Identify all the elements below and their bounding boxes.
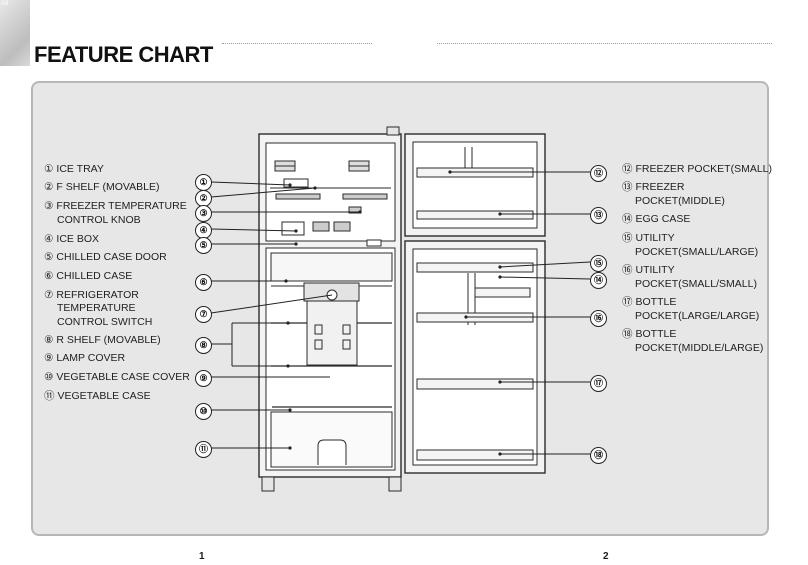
label-refrigerator-temp-switch-line3: CONTROL SWITCH (57, 316, 153, 328)
bottle-pocket-lower (416, 449, 534, 461)
top-hinge (386, 126, 400, 136)
leader-lines-right (450, 171, 591, 455)
callout-18: ⑱ (590, 447, 607, 464)
callout-14: ⑭ (590, 272, 607, 289)
foot-right (388, 476, 402, 492)
corner-page-label: A8 (1, 1, 9, 7)
label-freezer-temp-knob-line2: CONTROL KNOB (57, 214, 141, 226)
callout-9: ⑨ (195, 370, 212, 387)
callout-1: ① (195, 174, 212, 191)
callout-12: ⑫ (590, 165, 607, 182)
bottle-pocket-upper (416, 378, 534, 390)
chilled-case (270, 252, 393, 282)
egg-case (474, 287, 531, 298)
leader-lines-left (210, 181, 360, 449)
callout-8: ⑧ (195, 337, 212, 354)
freezer-pocket-middle (416, 210, 534, 220)
callout-16: ⑯ (590, 310, 607, 327)
callout-6: ⑥ (195, 274, 212, 291)
freezer-knob (348, 206, 362, 214)
label-bottle-pocket-large-large-line2: POCKET(LARGE/LARGE) (635, 310, 760, 322)
page-title: FEATURE CHART (34, 42, 213, 67)
callout-15: ⑮ (590, 255, 607, 272)
header-dotted-rule-left (222, 43, 372, 44)
page-number-right: 2 (603, 551, 609, 562)
callout-13: ⑬ (590, 207, 607, 224)
header-dotted-rule-right (437, 43, 772, 44)
label-refrigerator-temp-switch-line2: TEMPERATURE (57, 302, 136, 314)
callout-7: ⑦ (195, 306, 212, 323)
page-number-left: 1 (199, 551, 205, 562)
label-freezer-pocket-middle-line2: POCKET(MIDDLE) (635, 195, 725, 207)
foot-left (261, 476, 275, 492)
callout-3: ③ (195, 205, 212, 222)
leader-dots-right (448, 170, 502, 456)
callout-10: ⑩ (195, 403, 212, 420)
utility-pocket-upper (416, 262, 534, 273)
callout-11: ⑪ (195, 441, 212, 458)
ice-box (281, 221, 305, 236)
label-bottle-pocket-middle-large-line2: POCKET(MIDDLE/LARGE) (635, 342, 764, 354)
label-utility-pocket-small-large-line2: POCKET(SMALL/LARGE) (635, 246, 759, 258)
callout-17: ⑰ (590, 375, 607, 392)
label-utility-pocket-small-small-line2: POCKET(SMALL/SMALL) (635, 278, 757, 290)
leader-dots-left (284, 183, 362, 450)
kitchen-photo-thumbnail: A8 (0, 0, 30, 66)
callout-5: ⑤ (195, 237, 212, 254)
